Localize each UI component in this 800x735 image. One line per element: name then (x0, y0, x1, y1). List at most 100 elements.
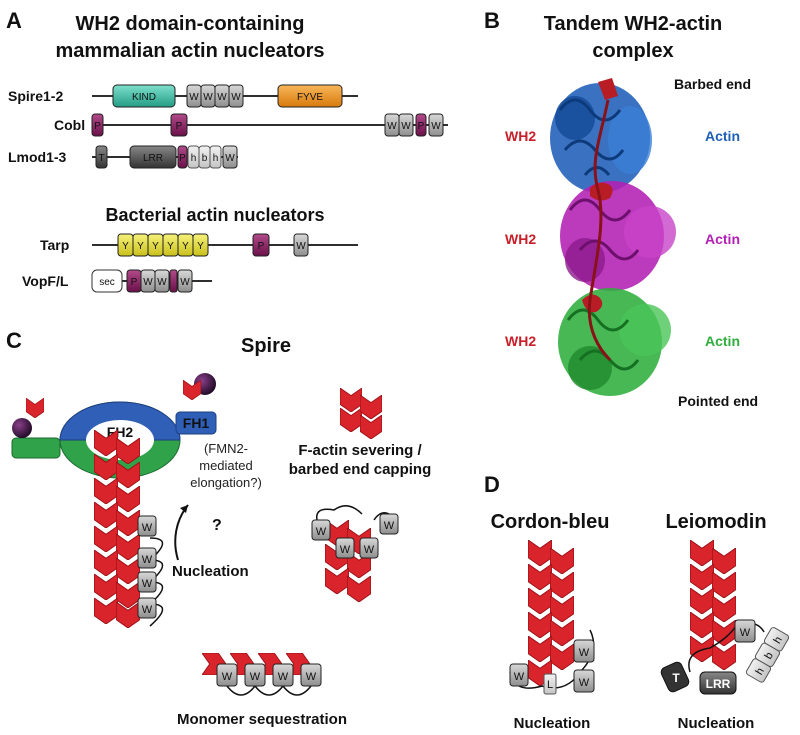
svg-text:W: W (579, 647, 590, 659)
svg-text:W: W (217, 92, 227, 103)
svg-text:P: P (131, 277, 138, 288)
nucleation-label-lmod: Nucleation (678, 715, 755, 732)
svg-text:P: P (179, 153, 186, 164)
lrr-label: LRR (143, 153, 163, 164)
svg-text:P: P (176, 121, 183, 132)
svg-text:W: W (142, 578, 153, 590)
svg-text:W: W (142, 522, 153, 534)
svg-text:P: P (258, 241, 265, 252)
cobl-filament: W L W W (509, 540, 595, 695)
svg-text:Y: Y (137, 241, 144, 252)
cobl-w-domains: W W P W (384, 113, 444, 137)
sec-domain (91, 269, 123, 293)
svg-text:W: W (157, 277, 167, 288)
protein-label-tarp: Tarp (40, 237, 69, 253)
panel-b-title-line2: complex (592, 40, 673, 62)
svg-text:W: W (387, 121, 397, 132)
spire-title: Spire (241, 335, 291, 357)
tarp-w-domain (293, 233, 309, 257)
sequestration-label: Monomer sequestration (177, 711, 347, 728)
fyve-label: FYVE (297, 92, 323, 103)
lmod-hbh-w-domains: h b h W (187, 145, 238, 169)
lmod-lrr-label: LRR (706, 677, 731, 691)
svg-text:h: h (754, 666, 767, 677)
lrr-domain (129, 145, 177, 169)
fmn2-note-line1: (FMN2- (204, 441, 248, 456)
actin-label-magenta: Actin (705, 231, 740, 247)
nucleation-arrowhead (180, 505, 188, 513)
svg-text:h: h (213, 153, 219, 164)
fh1-label: FH1 (183, 415, 210, 431)
nucleation-arrow (174, 504, 189, 561)
svg-text:h: h (772, 635, 785, 646)
svg-text:W: W (142, 604, 153, 616)
svg-text:P: P (418, 121, 425, 132)
panel-c-letter: C (6, 328, 22, 353)
spire-w-domains: W W W W (186, 84, 244, 108)
panel-b-title-line1: Tandem WH2-actin (544, 13, 723, 35)
svg-text:Y: Y (182, 241, 189, 252)
svg-text:W: W (306, 671, 317, 683)
svg-text:W: W (514, 671, 525, 683)
svg-text:Y: Y (122, 241, 129, 252)
capping-filament: W W W W (311, 505, 399, 602)
nucleation-label-cobl: Nucleation (514, 715, 591, 732)
lmod-filament: T LRR W h b h (660, 540, 790, 695)
svg-text:W: W (231, 92, 241, 103)
lmod-p-domain (177, 145, 188, 169)
cobl-l-domain: L (547, 679, 553, 691)
nucleation-label-spire: Nucleation (172, 563, 249, 580)
cobl-p1-domain (91, 113, 104, 137)
svg-text:b: b (202, 153, 208, 164)
svg-text:W: W (222, 671, 233, 683)
panel-a-letter: A (6, 8, 22, 33)
svg-text:W: W (364, 544, 375, 556)
kind-label: KIND (132, 92, 156, 103)
svg-text:W: W (316, 526, 327, 538)
bacterial-title: Bacterial actin nucleators (105, 205, 324, 225)
panel-a-title-line2: mammalian actin nucleators (56, 40, 325, 62)
panel-a-title-line1: WH2 domain-containing (76, 13, 305, 35)
actin-monomer-left (26, 398, 44, 418)
actin-label-blue: Actin (705, 128, 740, 144)
barbed-end-label: Barbed end (674, 76, 751, 92)
svg-text:W: W (296, 241, 306, 252)
svg-text:Y: Y (197, 241, 204, 252)
severing-label-line2: barbed end capping (289, 461, 432, 478)
sequestration-chain: W W W W (202, 653, 322, 696)
cobl-p2-domain (170, 113, 188, 137)
wh2-label-1: WH2 (505, 128, 536, 144)
svg-text:W: W (225, 153, 235, 164)
tarp-p-domain (252, 233, 270, 257)
tarp-y-domains: Y Y Y Y Y Y (117, 233, 209, 257)
question-mark: ? (212, 517, 222, 534)
actin-label-green: Actin (705, 333, 740, 349)
svg-text:h: h (191, 153, 197, 164)
svg-text:W: W (189, 92, 199, 103)
severing-monomers (340, 388, 382, 439)
svg-text:T: T (98, 153, 104, 164)
svg-text:W: W (431, 121, 441, 132)
protein-label-cobl: Cobl (54, 117, 85, 133)
wh2-label-2: WH2 (505, 231, 536, 247)
lmod-title: Leiomodin (665, 511, 766, 533)
svg-text:W: W (180, 277, 190, 288)
kind-domain (112, 84, 176, 108)
profilin-ball-left (12, 418, 32, 438)
protein-label-lmod: Lmod1-3 (8, 149, 67, 165)
panel-b-letter: B (484, 8, 500, 33)
actin-monomer-right (183, 380, 201, 400)
protein-label-vopf: VopF/L (22, 273, 69, 289)
wh2-label-3: WH2 (505, 333, 536, 349)
svg-text:W: W (401, 121, 411, 132)
svg-text:Y: Y (167, 241, 174, 252)
vopf-p-w-domains: P W W W (126, 269, 193, 293)
pointed-end-label: Pointed end (678, 393, 758, 409)
panel-d-letter: D (484, 472, 500, 497)
fh1-green-block (11, 437, 61, 459)
fmn2-note-line3: elongation?) (190, 475, 262, 490)
svg-text:W: W (384, 520, 395, 532)
svg-text:W: W (278, 671, 289, 683)
spire-w-chain: W W W W (137, 515, 164, 627)
